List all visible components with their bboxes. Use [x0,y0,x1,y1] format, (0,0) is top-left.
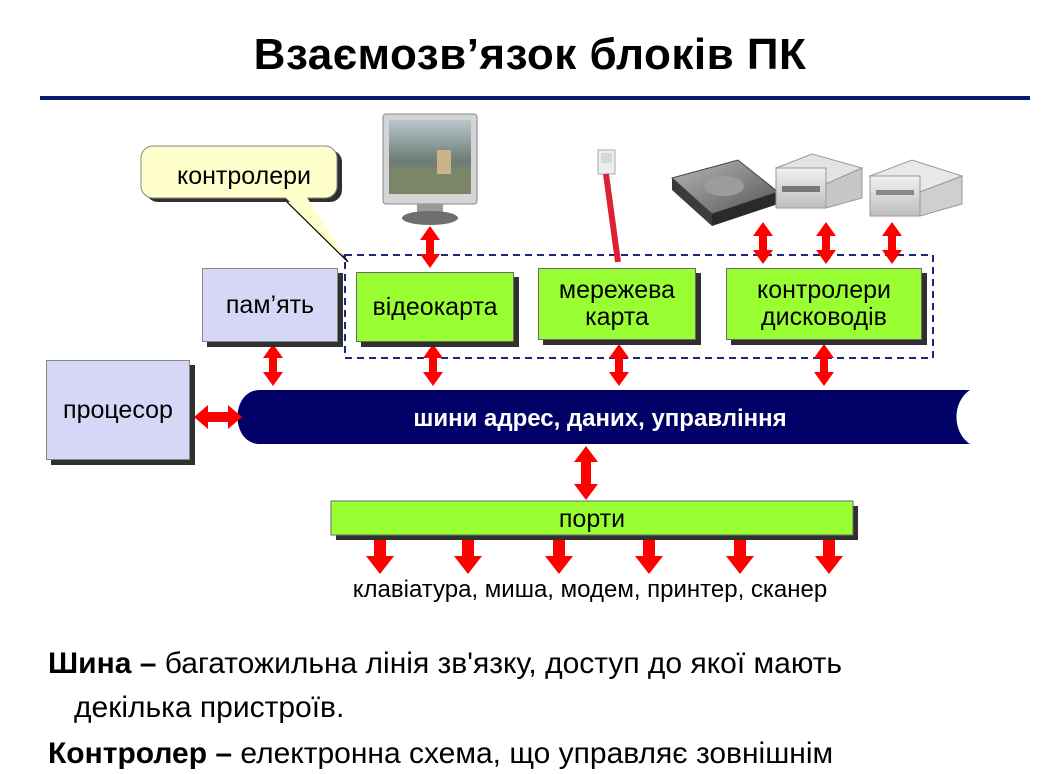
disk-controllers-label-line2: дисководів [761,303,887,331]
processor-label: процесор [63,395,173,424]
definition-bus-dash: – [131,647,165,680]
network-card-label-line1: мережева [558,276,676,304]
callout-label: контролери [177,161,311,190]
connection-arrows [194,222,902,574]
ports-label: порти [558,504,626,533]
cd-drive-icon [868,159,964,217]
disk-controllers-label-line1: контролери [757,276,891,304]
controllers-callout [140,145,349,263]
definition-controller-term: Контролер [48,737,208,770]
definition-controller: Контролер – електронна схема, що управля… [48,736,833,772]
title-divider [40,96,1030,100]
monitor-icon [382,113,478,225]
network-card-label-line2: карта [585,303,649,331]
videocard-label: відеокарта [372,292,498,321]
memory-block: пам’ять [202,268,338,342]
network-card-block: мережева карта [538,268,696,340]
definition-bus-term: Шина [48,647,132,680]
processor-block: процесор [46,360,190,460]
controllers-group-outline [344,254,934,359]
network-cable-icon [597,149,621,263]
videocard-block: відеокарта [356,272,514,342]
hard-drive-icon [670,159,780,226]
definition-controller-dash: – [207,737,241,770]
bus-label: шини адрес, даних, управління [413,405,787,432]
disk-controllers-block: контролери дисководів [726,268,922,340]
definition-controller-text: електронна схема, що управляє зовнішнім [240,737,834,770]
definition-bus-continuation: декілька пристроїв. [74,691,345,724]
floppy-drive-icon [774,153,864,209]
page-title: Взаємозв’язок блоків ПК [253,30,807,79]
devices-label: клавіатура, миша, модем, принтер, сканер [352,576,828,603]
definition-bus-text: багатожильна лінія зв'язку, доступ до як… [164,647,843,680]
definition-bus: Шина – багатожильна лінія зв'язку, досту… [48,646,842,682]
ports-bar [330,500,858,540]
system-bus [237,390,970,444]
memory-label: пам’ять [225,290,315,319]
